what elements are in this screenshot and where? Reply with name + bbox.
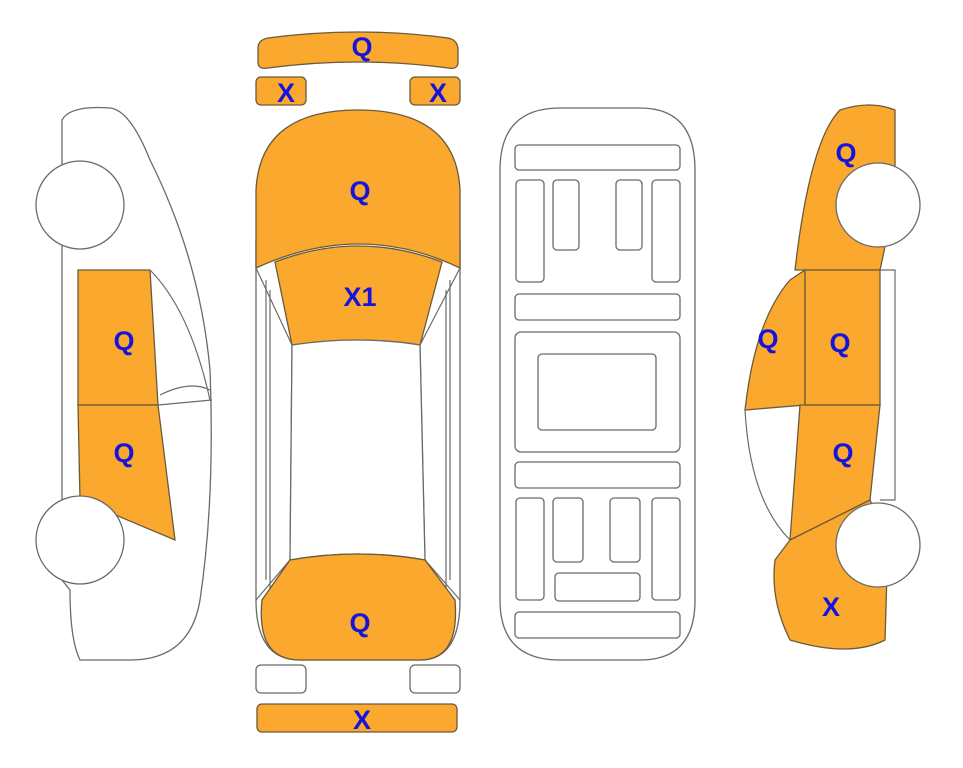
- right-a-pillar-label: Q: [757, 324, 778, 354]
- left-taillight: [255, 664, 307, 694]
- right-side-view: Q Q Q Q X: [744, 104, 921, 650]
- right-rear-door-label: Q: [832, 438, 853, 468]
- left-headlight-label: X: [277, 78, 295, 108]
- right-headlight-label: X: [429, 78, 447, 108]
- trunk-label: Q: [349, 608, 370, 638]
- rear-bumper-label: X: [353, 705, 371, 735]
- right-a-pillar-panel[interactable]: [744, 268, 806, 411]
- windshield-label: X1: [343, 282, 376, 312]
- right-taillight: [409, 664, 461, 694]
- hood-label: Q: [349, 176, 370, 206]
- right-rear-wheel: [835, 502, 921, 588]
- left-side-view: Q Q: [35, 106, 213, 661]
- left-headlight-panel[interactable]: [255, 76, 307, 106]
- right-front-fender-label: Q: [835, 138, 856, 168]
- top-view: Q X X Q X1 Q X: [255, 31, 461, 735]
- front-bumper-panel[interactable]: [257, 31, 459, 70]
- right-front-wheel: [835, 162, 921, 248]
- left-rear-wheel: [35, 495, 125, 585]
- left-rear-door-label: Q: [113, 438, 134, 468]
- rear-bumper-panel[interactable]: [256, 703, 458, 733]
- right-rear-quarter-label: X: [822, 592, 840, 622]
- right-headlight-panel[interactable]: [409, 76, 461, 106]
- underside-view: [499, 107, 696, 661]
- hood-panel[interactable]: [255, 109, 461, 270]
- trunk-panel[interactable]: [260, 553, 457, 661]
- left-front-wheel: [35, 160, 125, 250]
- front-bumper-label: Q: [351, 32, 372, 62]
- left-front-door-label: Q: [113, 326, 134, 356]
- right-front-door-label: Q: [829, 328, 850, 358]
